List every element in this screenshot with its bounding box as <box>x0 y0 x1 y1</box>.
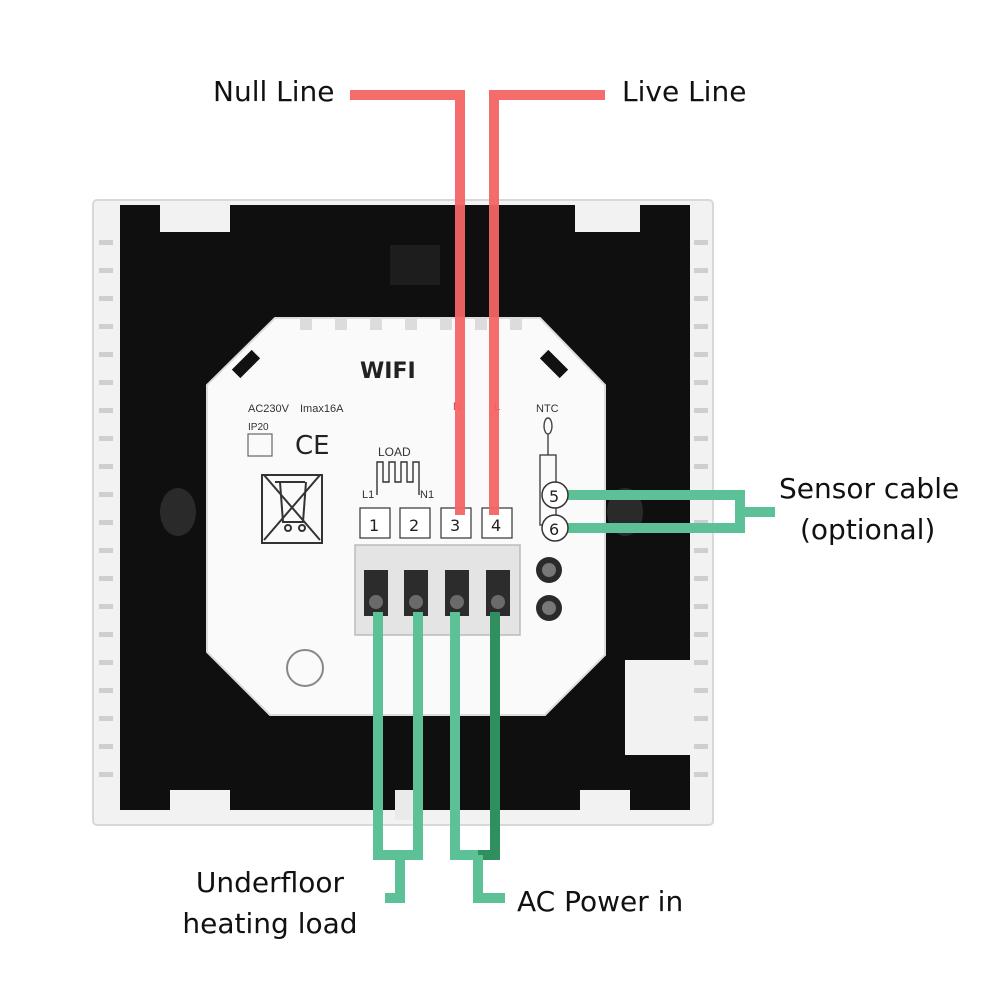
green-wires <box>373 490 775 903</box>
current-label: Imax16A <box>300 403 344 415</box>
sensor-screws <box>536 557 562 621</box>
null-line-wire <box>350 90 465 515</box>
ip-label: IP20 <box>248 422 269 433</box>
side-cutout <box>625 660 690 755</box>
voltage-label: AC230V <box>248 403 290 415</box>
terminal-3: 3 <box>450 516 460 535</box>
sensor-wire-5 <box>560 490 745 512</box>
l1-label: L1 <box>362 489 374 501</box>
load-wire-stem <box>385 855 405 903</box>
wifi-label: WIFI <box>360 359 416 384</box>
bottom-slot <box>395 790 415 820</box>
vent-slots-left <box>99 240 113 777</box>
ip-box <box>247 433 273 457</box>
load-wire-l1 <box>373 612 400 860</box>
ac-power-label: AC Power in <box>517 885 684 918</box>
ntc-label: NTC <box>536 403 559 415</box>
weee-bin-icon <box>261 474 323 544</box>
sensor-terminal-5: 5 <box>549 487 559 506</box>
sensor-wire-6 <box>560 512 745 533</box>
heating-load-label: heating load <box>182 907 358 940</box>
load-wire-n1 <box>400 612 423 860</box>
heater-symbol-icon <box>376 461 420 495</box>
mount-hole-left <box>160 488 196 536</box>
terminal-2: 2 <box>409 516 419 535</box>
ce-mark: CE <box>295 431 330 461</box>
module-notch-tr <box>539 349 569 379</box>
module-ribs <box>300 318 522 330</box>
reset-button <box>286 649 324 687</box>
power-wire-n <box>450 612 478 860</box>
n1-label: N1 <box>420 489 434 501</box>
sensor-cable-label: Sensor cable <box>779 472 960 505</box>
load-label: LOAD <box>378 445 411 459</box>
vent-slots-right <box>694 240 708 777</box>
power-wire-stem <box>473 855 505 903</box>
underfloor-label: Underfloor <box>195 866 345 899</box>
sensor-terminal-6: 6 <box>549 520 559 539</box>
terminal-1: 1 <box>369 516 379 535</box>
terminal-4: 4 <box>491 516 501 535</box>
sensor-terminal-5-circle <box>541 481 569 509</box>
power-wire-l <box>478 612 500 860</box>
live-line-wire <box>489 90 605 515</box>
module-notch-tl <box>231 349 261 379</box>
terminal-screw-heads <box>369 595 505 609</box>
sensor-optional-label: (optional) <box>800 513 936 546</box>
null-line-label: Null Line <box>213 75 335 108</box>
sensor-terminal-6-circle <box>541 514 569 542</box>
top-tab <box>390 245 440 285</box>
red-wires <box>350 90 605 515</box>
live-line-label: Live Line <box>622 75 747 108</box>
